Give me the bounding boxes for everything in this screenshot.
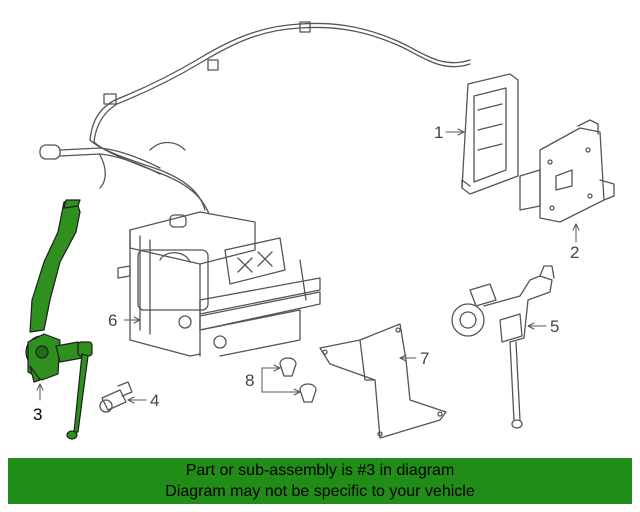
callout-6: 6 <box>108 311 117 330</box>
part-7-heat-shield <box>319 323 447 439</box>
callout-7: 7 <box>420 349 429 368</box>
callout-8: 8 <box>245 371 254 390</box>
parts-diagram: 1 2 3 4 5 6 7 8 <box>25 21 615 440</box>
banner-line-2: Diagram may not be specific to your vehi… <box>165 483 475 500</box>
part-1-control-module <box>461 73 519 195</box>
callout-labels: 1 2 3 4 5 6 7 8 <box>33 123 579 424</box>
callout-4: 4 <box>150 391 159 410</box>
info-banner: Part or sub-assembly is #3 in diagram Di… <box>8 458 632 504</box>
callout-leaders <box>36 128 580 404</box>
callout-1: 1 <box>434 123 443 142</box>
callout-2: 2 <box>570 243 579 262</box>
part-8-clips <box>279 357 317 403</box>
part-4-fitting <box>99 381 133 413</box>
banner-line-1: Part or sub-assembly is #3 in diagram <box>185 462 455 479</box>
part-6-compressor-assembly <box>117 211 321 357</box>
part-3-height-sensor-highlighted <box>25 199 93 440</box>
callout-5: 5 <box>550 317 559 336</box>
callout-3: 3 <box>33 405 42 424</box>
part-5-height-sensor <box>451 265 555 429</box>
part-2-mounting-bracket <box>519 119 615 223</box>
wiring-harness <box>39 21 471 215</box>
